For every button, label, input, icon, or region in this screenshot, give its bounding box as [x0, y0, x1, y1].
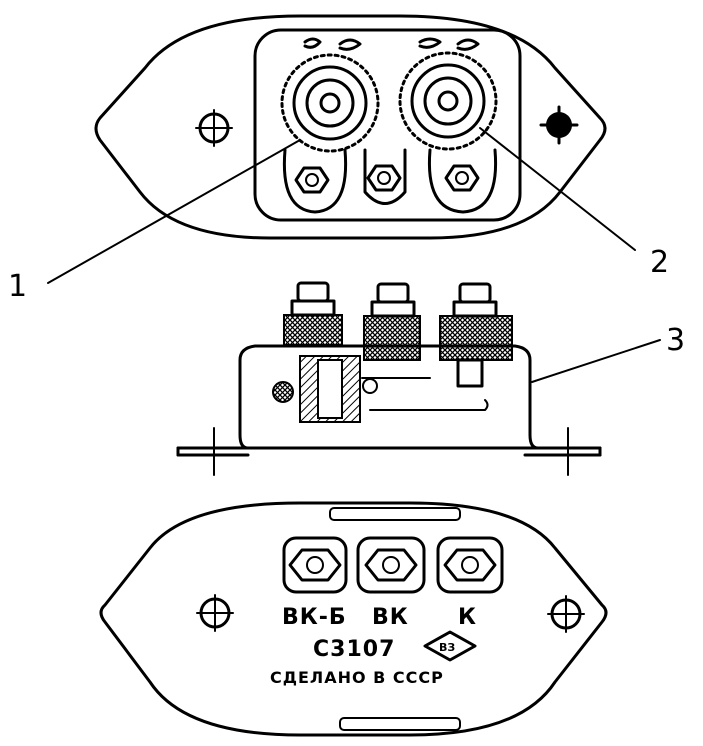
lower-lugs [282, 148, 498, 214]
callout-2: 2 [650, 245, 669, 280]
side-section-view [176, 281, 661, 476]
top-flange-outline [94, 14, 607, 240]
terminal-post-left [283, 281, 343, 346]
upper-tabs [303, 37, 480, 51]
terminal-label-vk: ВК [372, 605, 409, 630]
top-view [47, 14, 636, 284]
origin-text: СДЕЛАНО В СССР [270, 668, 444, 687]
terminal-stud-k [436, 536, 504, 594]
leader-line-2 [479, 127, 636, 251]
terminal-post-right [439, 282, 513, 388]
bottom-view: ВЗ [99, 501, 608, 737]
callout-3: 3 [666, 323, 685, 358]
terminal-label-k: К [458, 605, 477, 630]
quality-mark-badge: ВЗ [423, 630, 477, 662]
terminal-stud-vk [356, 536, 426, 594]
top-terminal-block [253, 28, 522, 222]
terminal-ring-right [398, 51, 498, 151]
leader-line-1 [47, 139, 301, 284]
callout-1: 1 [8, 269, 27, 304]
terminal-post-middle [363, 282, 421, 361]
bottom-rib-top [329, 507, 461, 521]
bottom-flange-outline [99, 501, 608, 737]
model-number: С3107 [313, 637, 395, 662]
leader-line-3 [531, 339, 661, 383]
bottom-mounting-hole-right [547, 595, 585, 633]
bottom-rib-bottom [339, 717, 461, 731]
mounting-hole-right [539, 105, 579, 145]
terminal-label-vkb: ВК-Б [282, 605, 347, 630]
mounting-hole-left [195, 109, 233, 147]
quality-mark-text: ВЗ [439, 641, 455, 654]
terminal-stud-vkb [282, 536, 348, 594]
terminal-ring-left [280, 53, 380, 153]
bottom-mounting-hole-left [196, 594, 234, 632]
